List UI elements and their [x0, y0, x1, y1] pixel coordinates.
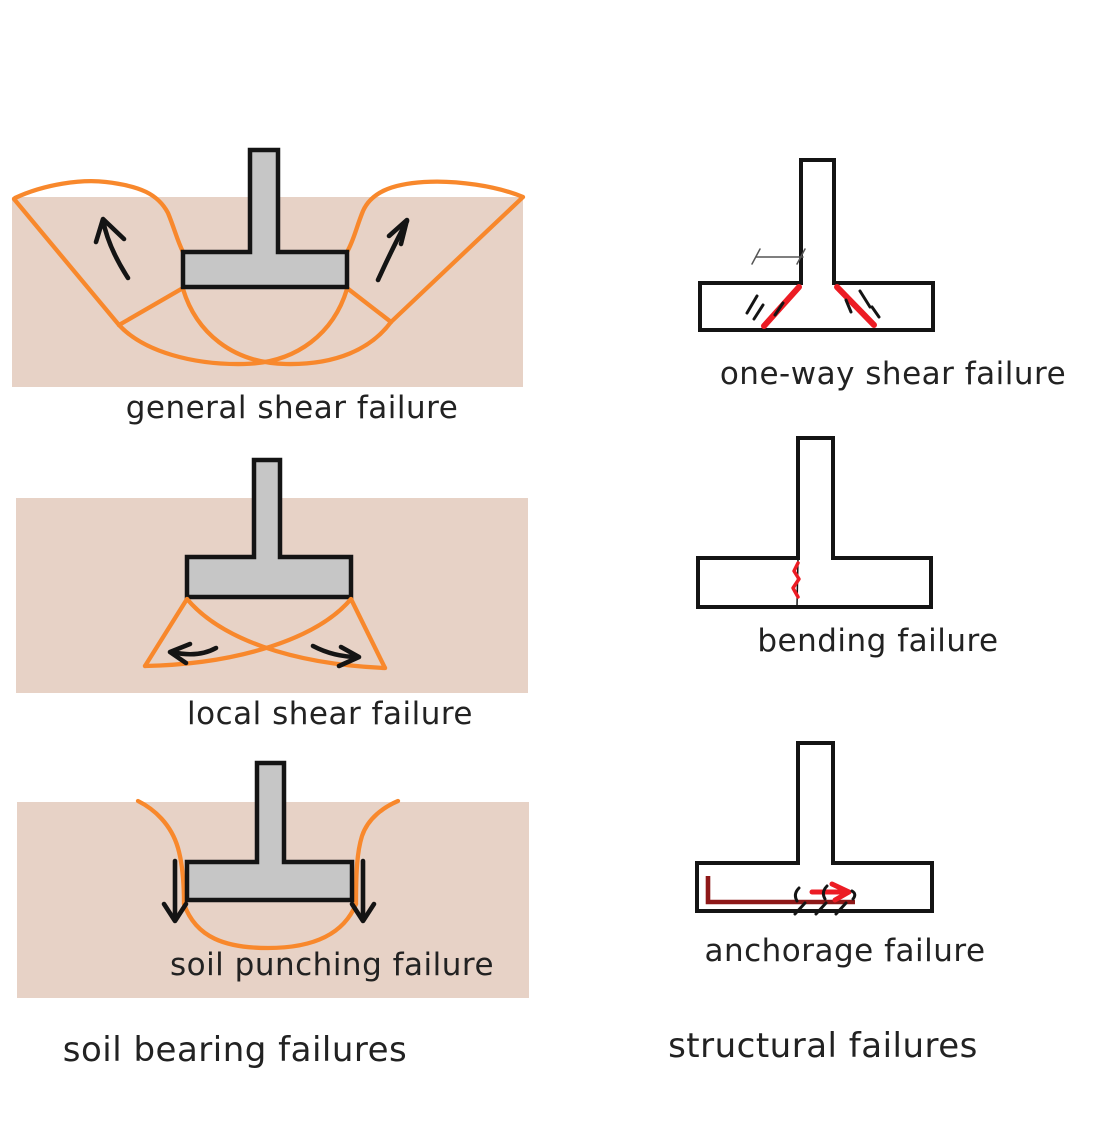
down-arrow-right: [349, 858, 377, 924]
slip-wedges: [142, 596, 388, 671]
soil-punching-failure-label: soil punching failure: [169, 947, 495, 983]
footing-and-column: [696, 436, 933, 609]
footing-and-column: [695, 741, 934, 913]
footing-and-column: [184, 760, 355, 903]
wedge-edge-left: [142, 596, 190, 669]
general-shear-failure-diagram: [11, 147, 526, 387]
heave-curve-right: [344, 179, 526, 255]
shear-arrow-left: [167, 641, 219, 666]
shear-arrow-right: [310, 643, 362, 669]
shear-crack-right: [834, 284, 877, 328]
soil-bearing-failures-group-label: soil bearing failures: [62, 1030, 408, 1070]
one-way-shear-failure-diagram: [698, 158, 935, 332]
bending-failure-label: bending failure: [757, 623, 999, 659]
slip-surfaces: [11, 179, 526, 367]
soil-punching-failure-diagram: [17, 760, 529, 998]
anchorage-failure-label: anchorage failure: [704, 933, 986, 969]
dimension-line: [751, 248, 806, 265]
slip-bowl-from-right: [116, 286, 350, 367]
structural-failures-group-label: structural failures: [668, 1026, 978, 1066]
heave-arrow-left: [93, 216, 131, 281]
wedge-edge-right: [348, 596, 388, 671]
one-way-shear-failure-label: one-way shear failure: [719, 356, 1067, 392]
local-shear-failure-diagram: [16, 457, 528, 693]
anchorage-failure-diagram: [695, 741, 934, 916]
punch-curve-right: [353, 798, 401, 907]
radial-line-right: [344, 285, 394, 325]
punching-slip-surfaces: [135, 798, 401, 951]
bending-failure-diagram: [696, 436, 933, 609]
general-shear-failure-label: general shear failure: [125, 390, 459, 426]
punch-curve-left: [135, 798, 187, 907]
bond-slip-marks: [793, 884, 857, 916]
radial-line-left: [116, 285, 186, 328]
punch-bowl: [181, 901, 359, 951]
slip-curve-right-to-left: [142, 596, 354, 669]
slip-bowl-from-left: [180, 286, 394, 367]
outer-slip-right: [388, 195, 525, 325]
down-arrow-left: [161, 858, 189, 924]
slip-curve-left-to-right: [184, 596, 388, 671]
shear-cracks: [745, 284, 881, 329]
slip-direction-arrow: [809, 881, 852, 903]
bending-crack: [791, 558, 801, 607]
heave-curve-left: [12, 179, 186, 255]
heave-arrow-right: [375, 217, 410, 283]
footing-and-column: [698, 158, 935, 332]
local-shear-failure-label: local shear failure: [187, 696, 473, 732]
outer-slip-left: [11, 196, 122, 328]
footing-and-column: [180, 147, 350, 290]
